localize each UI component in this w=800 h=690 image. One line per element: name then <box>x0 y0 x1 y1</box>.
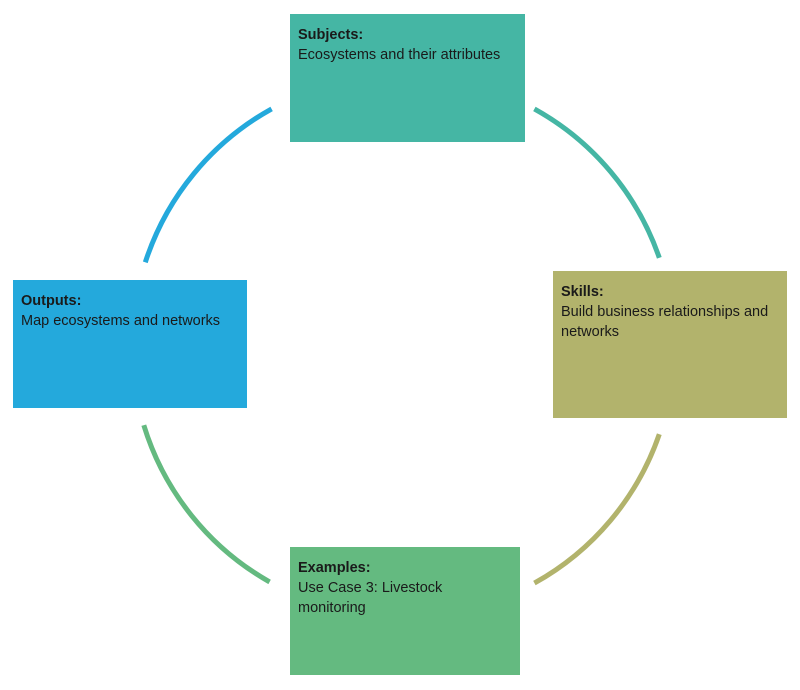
connector-examples-to-outputs <box>141 424 271 585</box>
node-skills-title: Skills: <box>561 284 604 300</box>
node-outputs-description: Map ecosystems and networks <box>21 313 221 329</box>
node-examples: Examples: Use Case 3: Livestock monitori… <box>290 547 520 675</box>
connector-outputs-to-subjects <box>142 106 273 264</box>
node-outputs: Outputs: Map ecosystems and networks <box>13 280 247 408</box>
node-examples-title: Examples: <box>298 560 371 576</box>
node-skills-description: Build business relationships and network… <box>561 304 769 340</box>
node-examples-description: Use Case 3: Livestock monitoring <box>298 580 443 616</box>
node-subjects: Subjects: Ecosystems and their attribute… <box>290 14 525 142</box>
node-skills: Skills: Build business relationships and… <box>553 271 787 418</box>
node-outputs-title: Outputs: <box>21 293 82 309</box>
node-subjects-title: Subjects: <box>298 27 364 43</box>
connector-skills-to-examples <box>533 433 662 586</box>
connector-subjects-to-skills <box>533 106 662 259</box>
node-subjects-description: Ecosystems and their attributes <box>298 47 501 63</box>
